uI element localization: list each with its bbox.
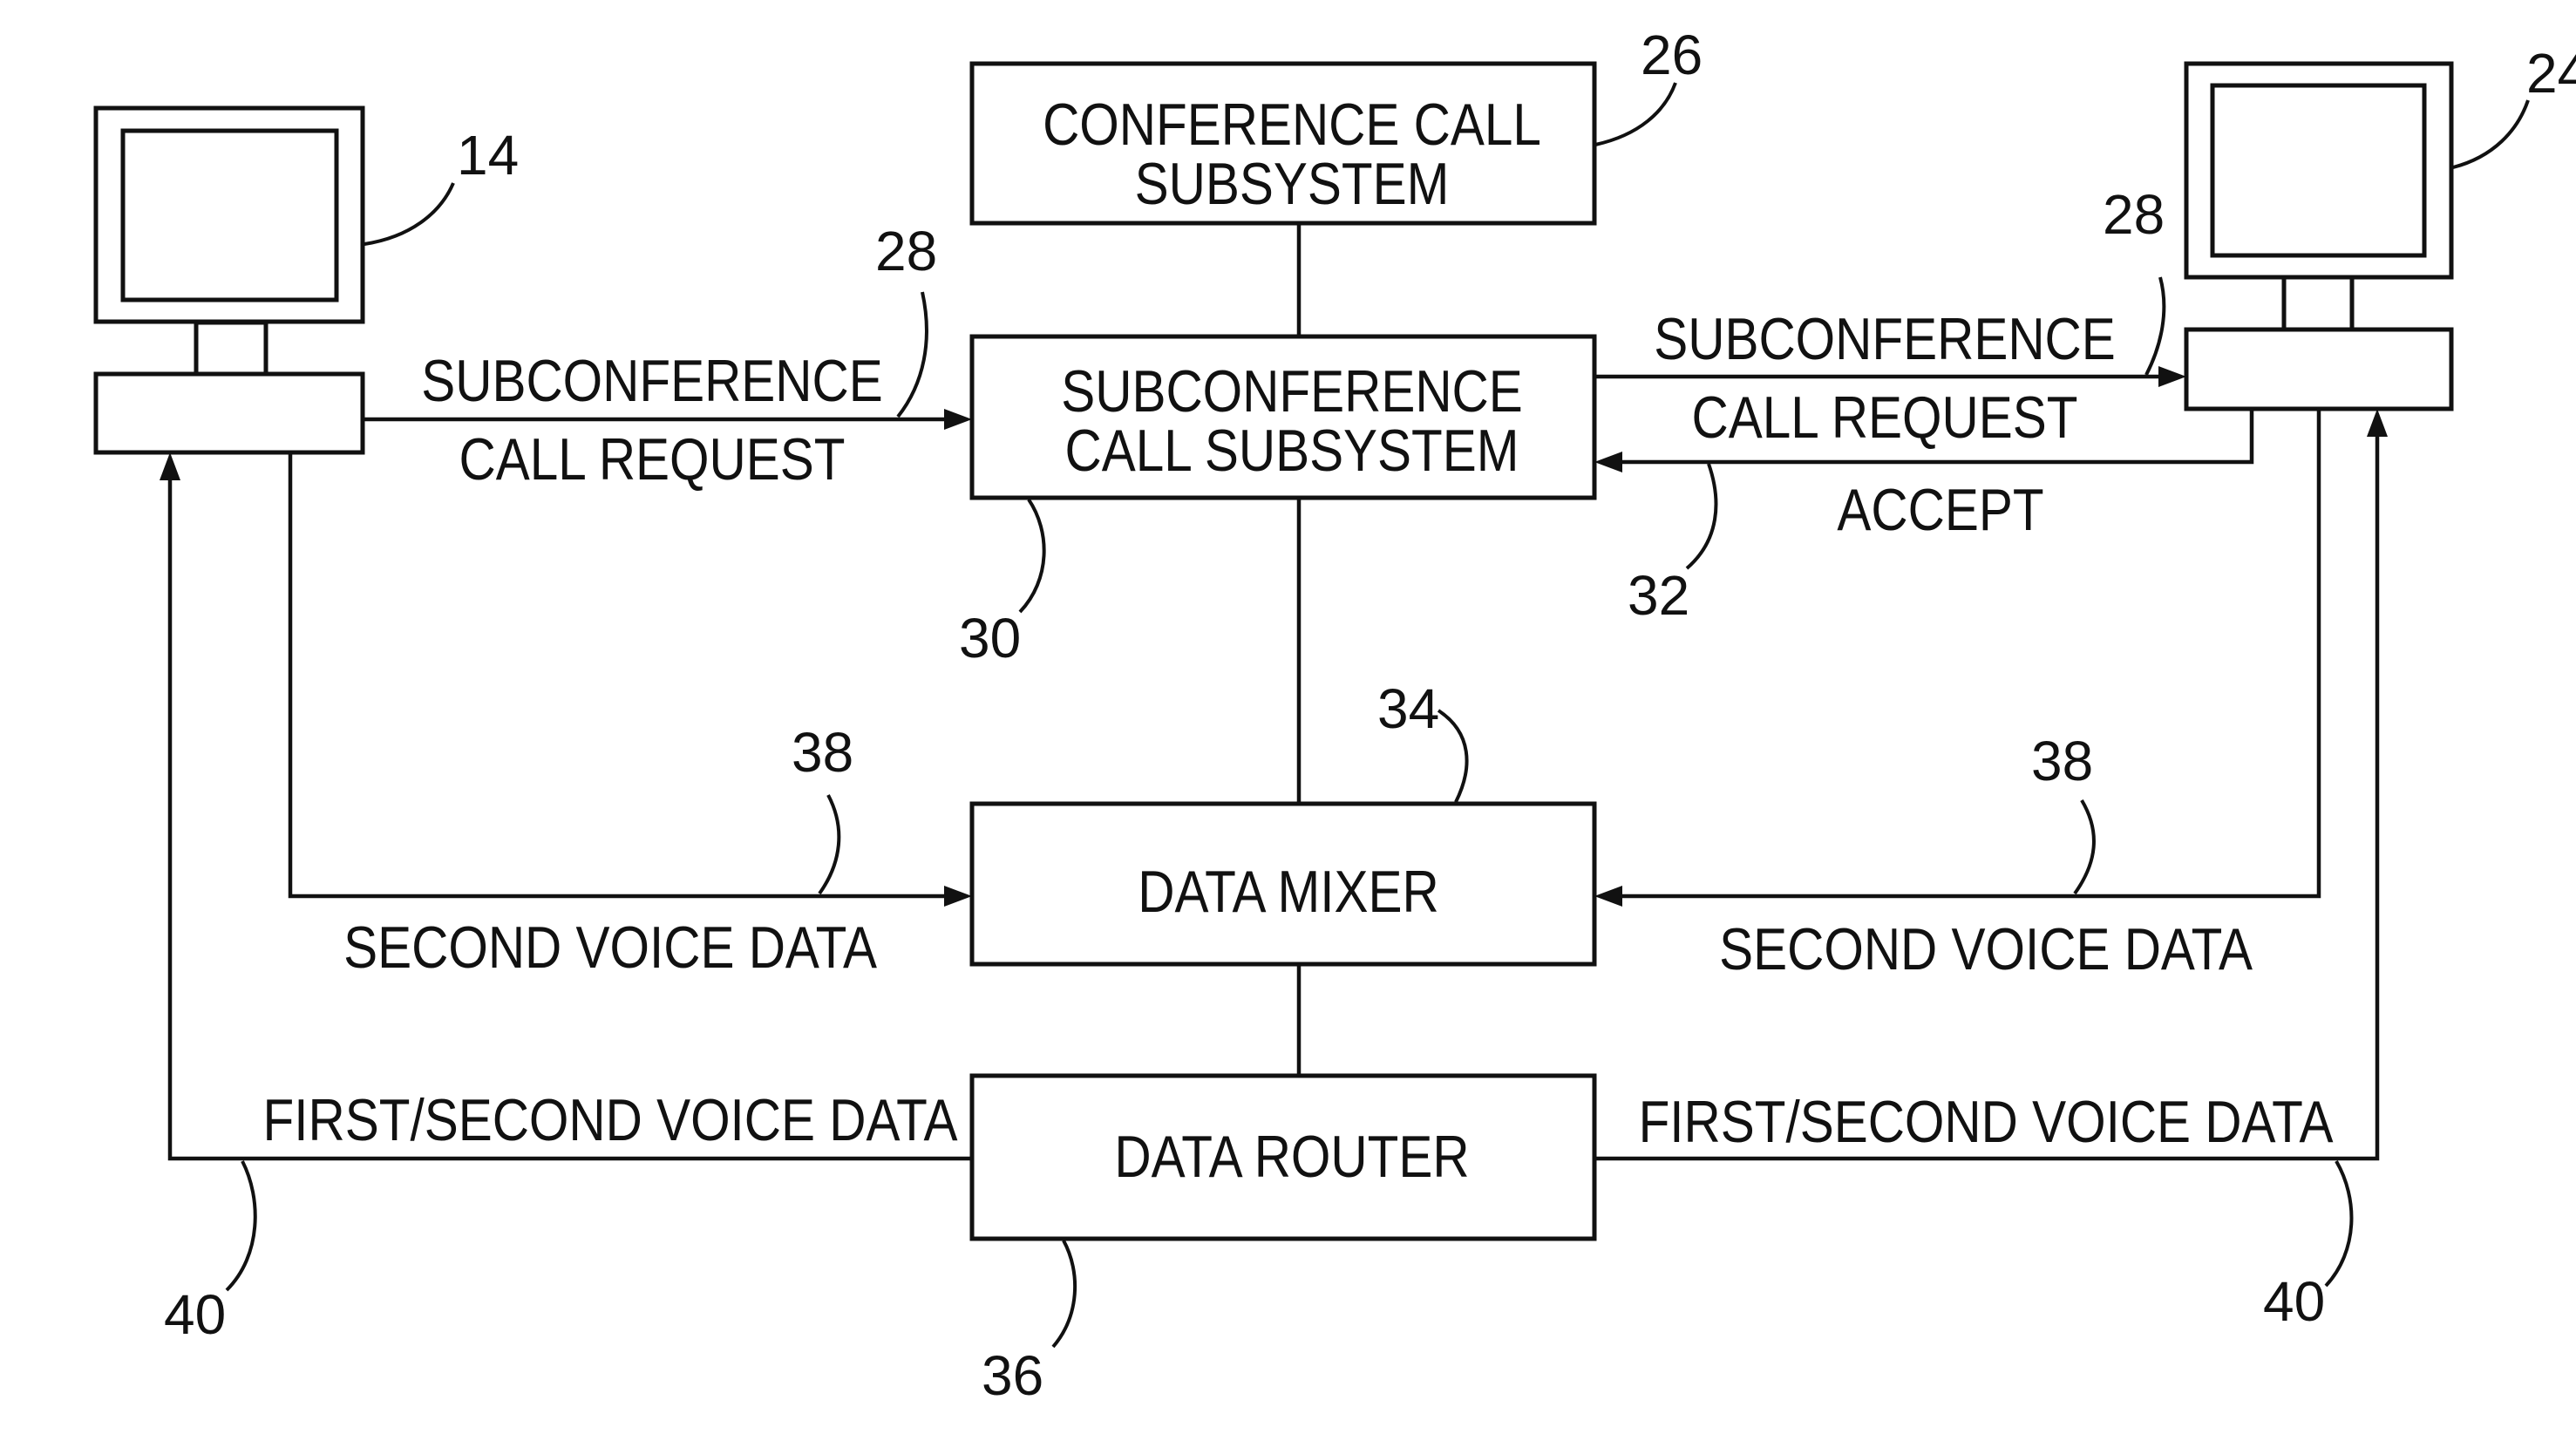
ref-40-left: 40: [164, 1283, 226, 1346]
ref-40-right: 40: [2263, 1270, 2325, 1333]
data-mixer-box: DATA MIXER: [972, 804, 1594, 964]
ref-14-leader: [364, 183, 453, 244]
ref-30-leader: [1020, 500, 1044, 612]
subconference-call-subsystem-label-1: SUBCONFERENCE: [1061, 359, 1523, 425]
ref-26-leader: [1595, 83, 1675, 145]
ref-26: 26: [1641, 24, 1703, 86]
left-request-label-2: CALL REQUEST: [459, 427, 846, 493]
accept-label: ACCEPT: [1837, 478, 2043, 543]
ref-38-left-leader: [819, 795, 839, 894]
ref-32: 32: [1628, 564, 1689, 627]
left-request-arrowhead: [944, 409, 972, 430]
ref-28-left-leader: [898, 292, 927, 417]
conference-call-subsystem-box: CONFERENCE CALL SUBSYSTEM: [972, 64, 1594, 223]
right-request-arrowhead: [2158, 366, 2186, 387]
ref-38-right: 38: [2031, 730, 2093, 792]
left-terminal-stand: [196, 323, 266, 374]
ref-28-left: 28: [875, 220, 937, 282]
ref-32-leader: [1687, 464, 1716, 568]
data-mixer-label: DATA MIXER: [1138, 860, 1438, 925]
ref-28-right-leader: [2146, 277, 2164, 375]
right-first-second-voice-arrowhead: [2367, 409, 2388, 437]
ref-34: 34: [1377, 677, 1439, 740]
conference-call-subsystem-label-1: CONFERENCE CALL: [1043, 92, 1541, 158]
left-request-label-1: SUBCONFERENCE: [421, 349, 883, 414]
ref-40-left-leader: [227, 1161, 255, 1290]
left-second-voice-arrowhead: [944, 886, 972, 907]
left-first-second-voice-path: [160, 452, 972, 1159]
ref-14: 14: [457, 124, 519, 187]
right-terminal-base: [2186, 330, 2451, 409]
ref-38-left: 38: [792, 721, 853, 784]
ref-28-right: 28: [2103, 183, 2165, 246]
ref-38-right-leader: [2075, 800, 2094, 894]
conference-call-subsystem-label-2: SUBSYSTEM: [1135, 152, 1450, 217]
right-request-label-2: CALL REQUEST: [1692, 385, 2078, 451]
ref-36: 36: [982, 1344, 1043, 1407]
data-router-box: DATA ROUTER: [972, 1076, 1594, 1239]
right-second-voice-arrowhead: [1594, 886, 1622, 907]
right-terminal-stand: [2284, 277, 2352, 330]
ref-40-right-leader: [2326, 1161, 2351, 1286]
accept-arrowhead: [1594, 452, 1622, 472]
ref-24: 24: [2526, 42, 2576, 105]
right-second-voice-label: SECOND VOICE DATA: [1719, 917, 2253, 982]
left-first-second-voice-label: FIRST/SECOND VOICE DATA: [263, 1088, 959, 1153]
ref-34-leader: [1438, 710, 1467, 802]
left-second-voice-label: SECOND VOICE DATA: [343, 915, 877, 981]
left-terminal-base: [96, 374, 363, 452]
left-terminal: [96, 108, 363, 452]
left-first-second-voice-arrowhead: [160, 452, 180, 480]
right-terminal: [2186, 64, 2451, 409]
ref-24-leader: [2453, 100, 2528, 167]
right-terminal-monitor-screen: [2212, 85, 2424, 255]
data-router-label: DATA ROUTER: [1114, 1125, 1469, 1190]
ref-36-leader: [1053, 1240, 1075, 1347]
left-terminal-monitor-screen: [123, 131, 336, 300]
right-first-second-voice-label: FIRST/SECOND VOICE DATA: [1639, 1090, 2335, 1155]
right-request-label-1: SUBCONFERENCE: [1654, 307, 2116, 372]
ref-30: 30: [959, 607, 1021, 669]
subconference-call-subsystem-box: SUBCONFERENCE CALL SUBSYSTEM: [972, 336, 1594, 498]
subconference-call-subsystem-label-2: CALL SUBSYSTEM: [1065, 418, 1519, 484]
left-second-voice-path: [290, 452, 972, 907]
